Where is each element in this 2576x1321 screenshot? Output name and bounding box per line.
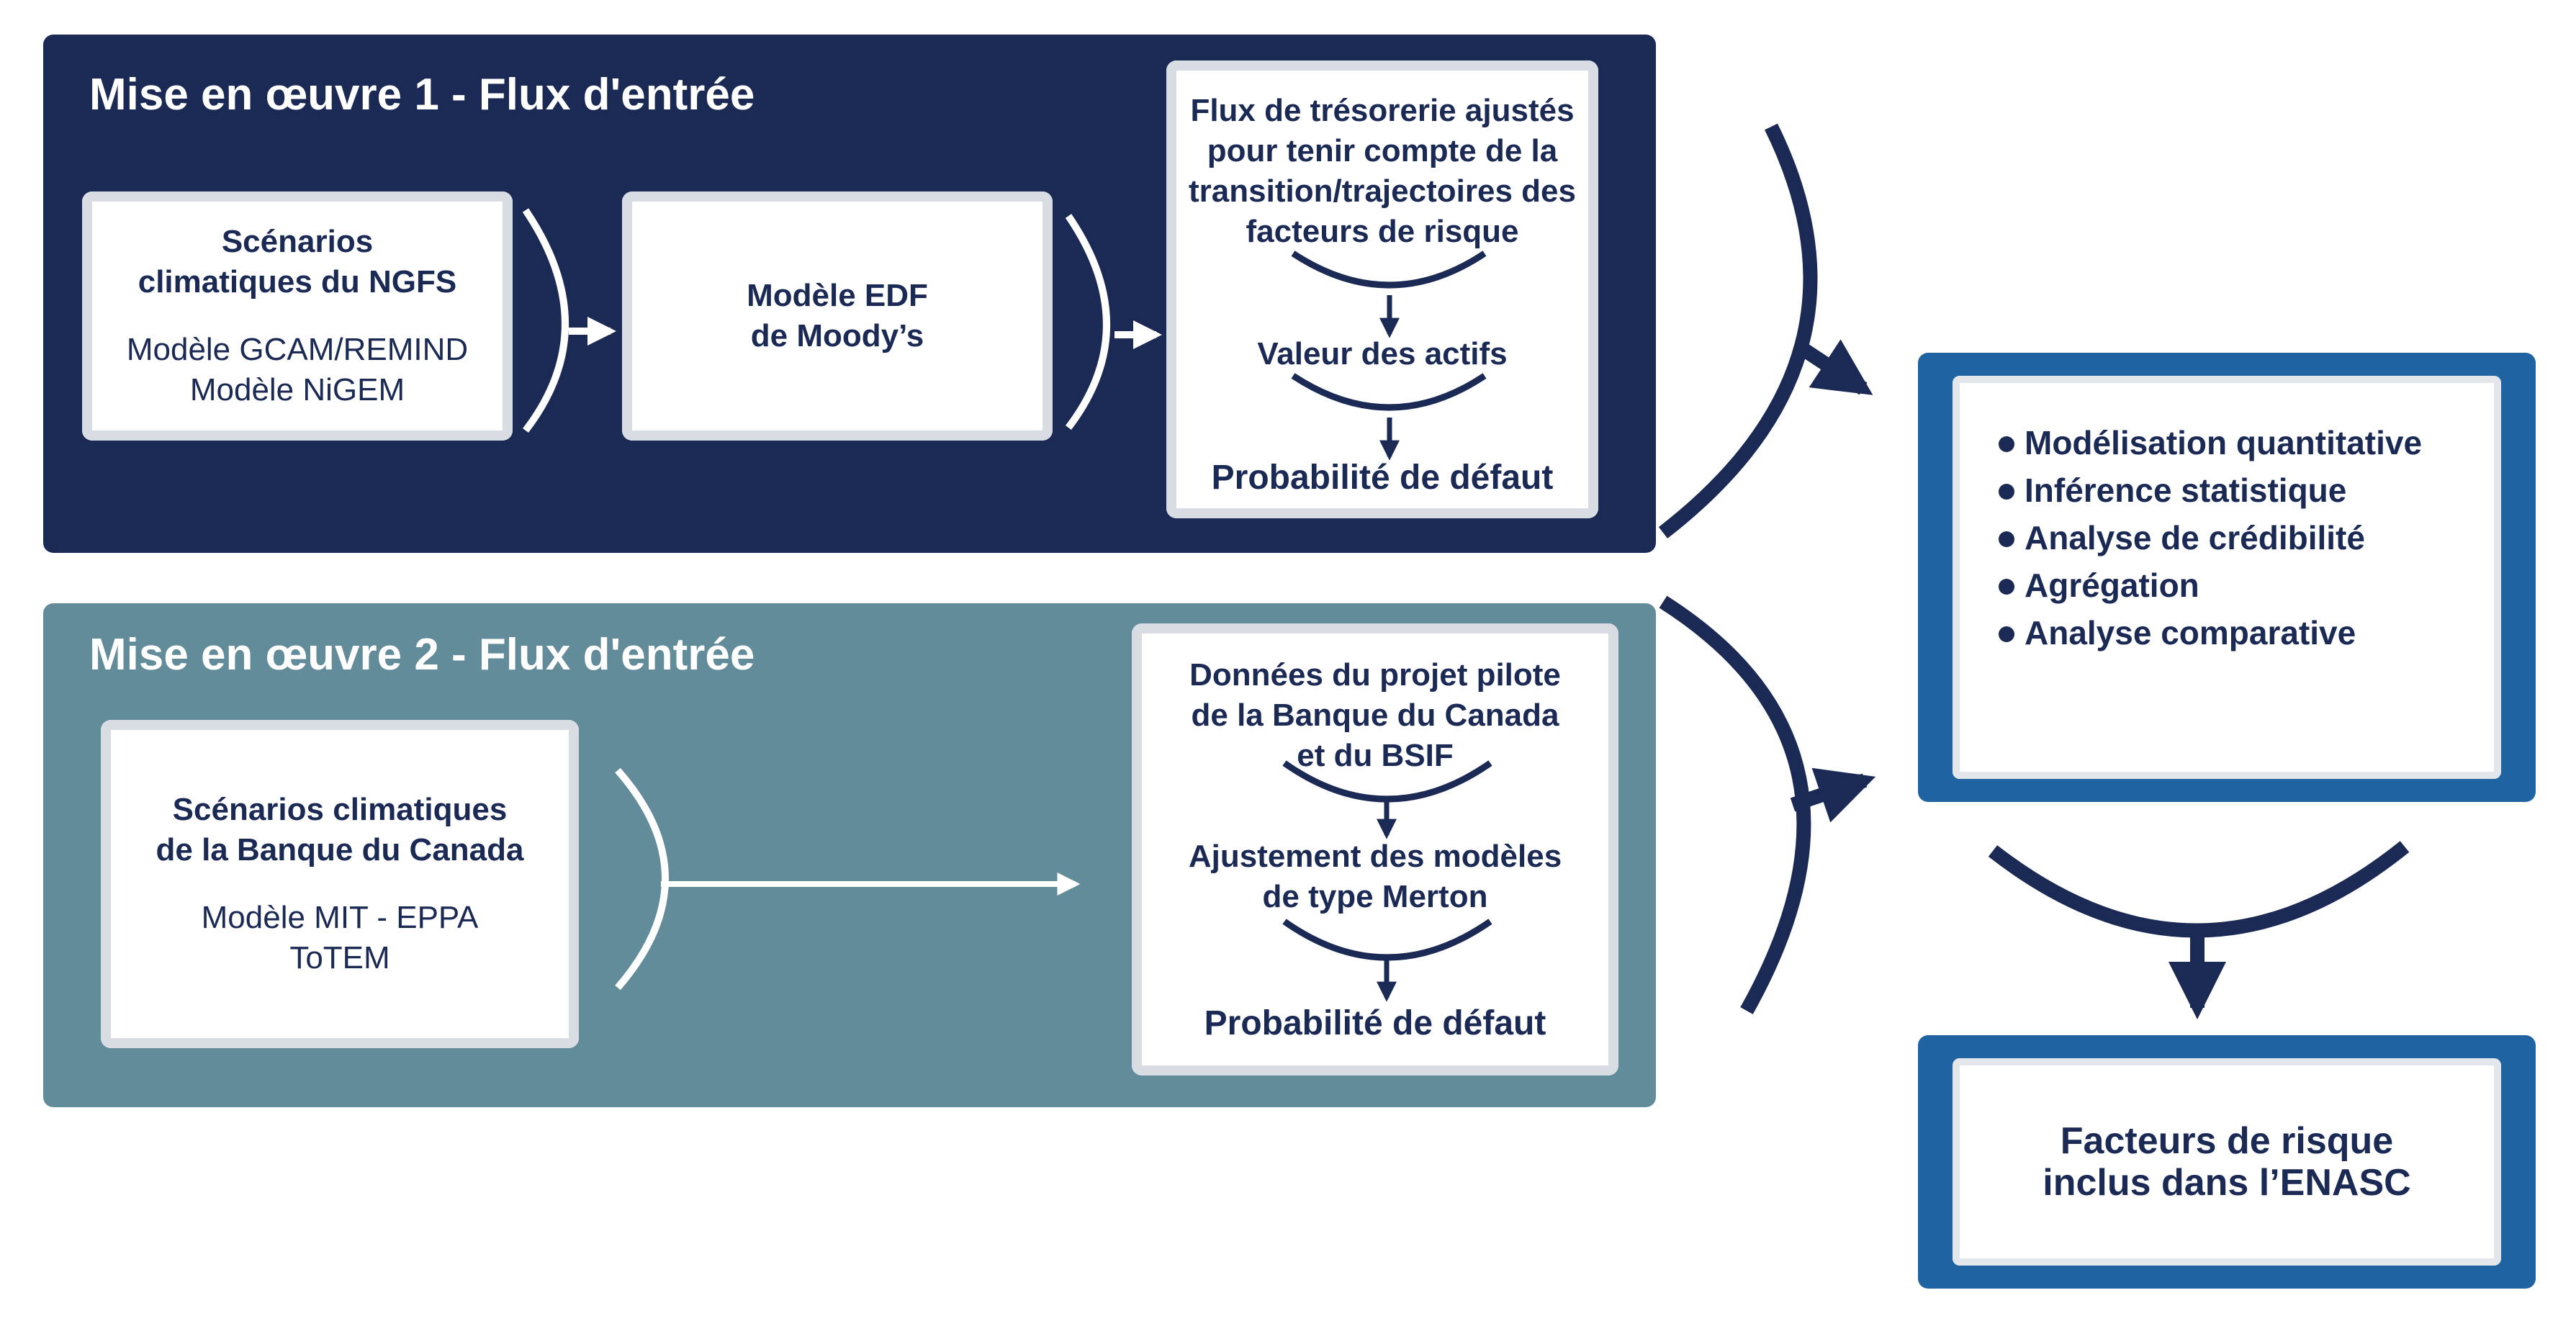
moodys-edf-title: Modèle EDF de Moody’s bbox=[747, 278, 928, 353]
panel-1-title: Mise en œuvre 1 - Flux d'entrée bbox=[89, 70, 755, 120]
method-item: Inférence statistique bbox=[1999, 466, 2501, 514]
adjusted-cash-flows-label: Flux de trésorerie ajustés pour tenir co… bbox=[1189, 93, 1576, 249]
ngfs-scenarios-title: Scénarios climatiques du NGFS bbox=[138, 224, 457, 299]
result-box: Facteurs de risque inclus dans l’ENASC bbox=[1918, 1035, 2536, 1289]
panel-1-flow-card: Flux de trésorerie ajustés pour tenir co… bbox=[1166, 60, 1598, 518]
methods-list: Modélisation quantitative Inférence stat… bbox=[1953, 376, 2501, 657]
cashflow-to-asset-arrow bbox=[1291, 251, 1487, 338]
boc-scenarios-card: Scénarios climatiques de la Banque du Ca… bbox=[101, 720, 579, 1048]
pilot-to-merton-arrow bbox=[1282, 760, 1492, 839]
panel-2-flow-card: Données du projet pilote de la Banque du… bbox=[1132, 623, 1618, 1076]
panel-2-title: Mise en œuvre 2 - Flux d'entrée bbox=[89, 630, 755, 680]
boc-to-flow-connector bbox=[615, 767, 1081, 991]
panel-1-to-methods-connector bbox=[1658, 123, 1873, 538]
method-item: Analyse comparative bbox=[1999, 609, 2501, 657]
methods-to-result-connector bbox=[1988, 841, 2410, 1019]
ngfs-scenarios-card: Scénarios climatiques du NGFS Modèle GCA… bbox=[82, 191, 513, 441]
panel-2-default-probability-label: Probabilité de défaut bbox=[1204, 1004, 1546, 1042]
pilot-data-label: Données du projet pilote de la Banque du… bbox=[1189, 657, 1561, 773]
boc-model-2: ToTEM bbox=[289, 940, 390, 975]
method-item: Modélisation quantitative bbox=[1999, 419, 2501, 466]
panel-1-default-probability-label: Probabilité de défaut bbox=[1211, 459, 1554, 497]
asset-value-label: Valeur des actifs bbox=[1257, 336, 1508, 371]
merton-to-default-arrow bbox=[1282, 919, 1492, 1002]
ngfs-to-edf-connector bbox=[522, 208, 616, 433]
ngfs-model-1: Modèle GCAM/REMIND bbox=[126, 332, 469, 367]
edf-to-flow-connector bbox=[1065, 214, 1162, 430]
boc-model-1: Modèle MIT - EPPA bbox=[201, 900, 479, 935]
methods-box: Modélisation quantitative Inférence stat… bbox=[1918, 353, 2536, 802]
result-label: Facteurs de risque inclus dans l’ENASC bbox=[2043, 1120, 2411, 1204]
panel-2-to-methods-connector bbox=[1659, 595, 1876, 1014]
method-item: Agrégation bbox=[1999, 562, 2501, 609]
asset-to-default-arrow bbox=[1291, 373, 1487, 461]
boc-scenarios-title: Scénarios climatiques de la Banque du Ca… bbox=[156, 792, 524, 867]
method-item: Analyse de crédibilité bbox=[1999, 514, 2501, 562]
merton-adjustment-label: Ajustement des modèles de type Merton bbox=[1188, 839, 1562, 914]
ngfs-model-2: Modèle NiGEM bbox=[189, 372, 405, 407]
moodys-edf-card: Modèle EDF de Moody’s bbox=[622, 191, 1053, 441]
